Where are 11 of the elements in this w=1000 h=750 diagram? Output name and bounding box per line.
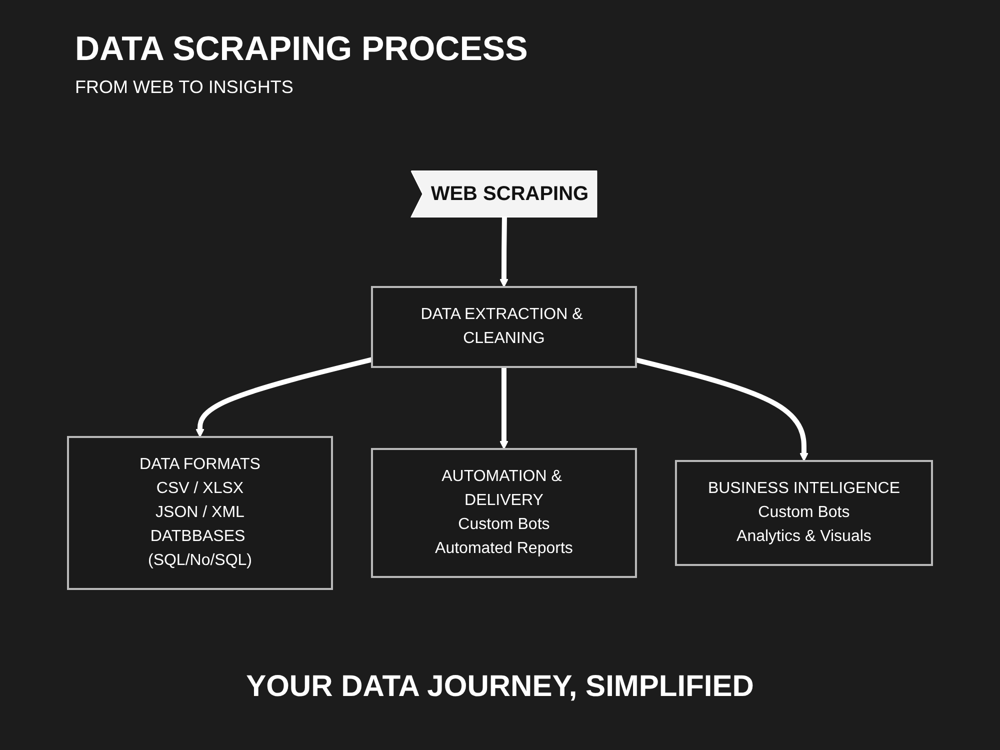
arrow [500,217,508,288]
node-box: DATA FORMATS CSV / XLSX JSON / XML DATBBASES (SQL/No/SQL) [67,436,333,590]
title: DATA SCRAPING PROCESS [75,30,528,69]
arrow [500,367,508,450]
arrow [635,358,808,462]
caption: YOUR DATA JOURNEY, SIMPLIFIED [246,670,754,703]
node-box: DATA EXTRACTION & CLEANING [370,286,637,368]
subtitle: FROM WEB TO INSIGHTS [75,77,294,98]
node-box: BUSINESS INTELIGENCE Custom Bots Analytics & Visuals [674,460,933,566]
arrow [196,357,373,438]
node-box: AUTOMATION & DELIVERY Custom Bots Automated Reports [370,448,637,578]
